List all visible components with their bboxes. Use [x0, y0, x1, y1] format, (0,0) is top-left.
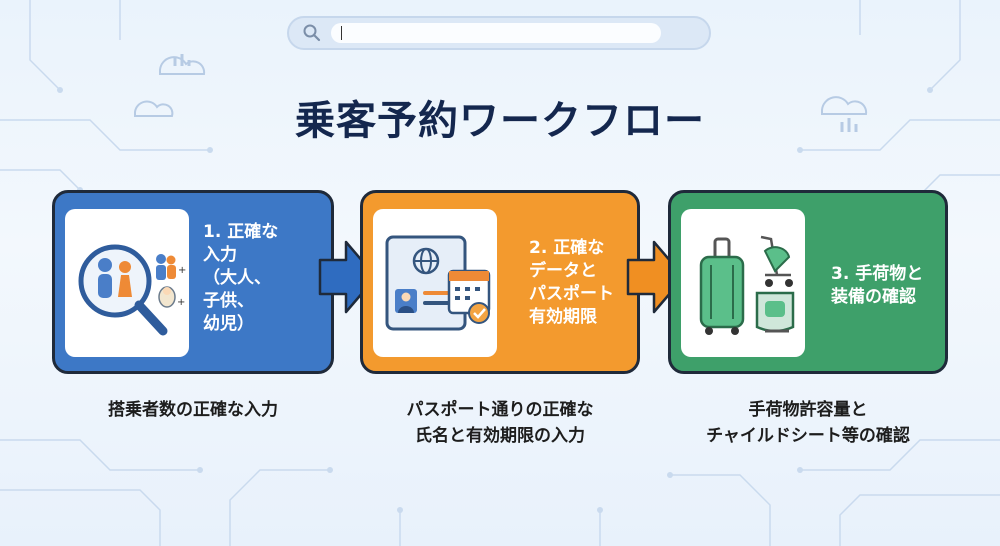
step-1-label: 1. 正確な 入力 （大人、 子供、 幼児）	[203, 222, 279, 334]
step-card-2: 2. 正確な データと パスポート 有効期限	[360, 190, 640, 374]
step-1-caption: 搭乗者数の正確な入力	[108, 400, 278, 420]
step-2-illustration	[373, 209, 497, 357]
svg-text:+: +	[178, 265, 186, 276]
step-3-label: 3. 手荷物と 装備の確認	[831, 264, 924, 307]
search-input[interactable]	[331, 23, 661, 43]
text-cursor	[341, 26, 342, 40]
step-card-1: + + 1. 正確な 入力 （大人、 子供、 幼児）	[52, 190, 334, 374]
step-card-3: 3. 手荷物と 装備の確認	[668, 190, 948, 374]
search-bar[interactable]	[287, 16, 711, 50]
page-title: 乗客予約ワークフロー	[295, 98, 705, 144]
passenger-magnifier-icon: + +	[78, 244, 186, 336]
cloud-icon	[159, 56, 206, 75]
step-3-caption: 手荷物許容量と チャイルドシート等の確認	[706, 400, 910, 446]
luggage-stroller-icon	[699, 235, 795, 335]
search-icon	[303, 24, 321, 42]
step-1-illustration: + +	[65, 209, 189, 357]
step-2-label: 2. 正確な データと パスポート 有効期限	[529, 238, 614, 327]
cloud-icon	[134, 100, 174, 117]
svg-text:+: +	[177, 297, 185, 308]
step-2-caption: パスポート通りの正確な 氏名と有効期限の入力	[406, 400, 594, 446]
step-3-illustration	[681, 209, 805, 357]
passport-calendar-icon	[385, 235, 491, 331]
cloud-icon	[821, 96, 868, 115]
